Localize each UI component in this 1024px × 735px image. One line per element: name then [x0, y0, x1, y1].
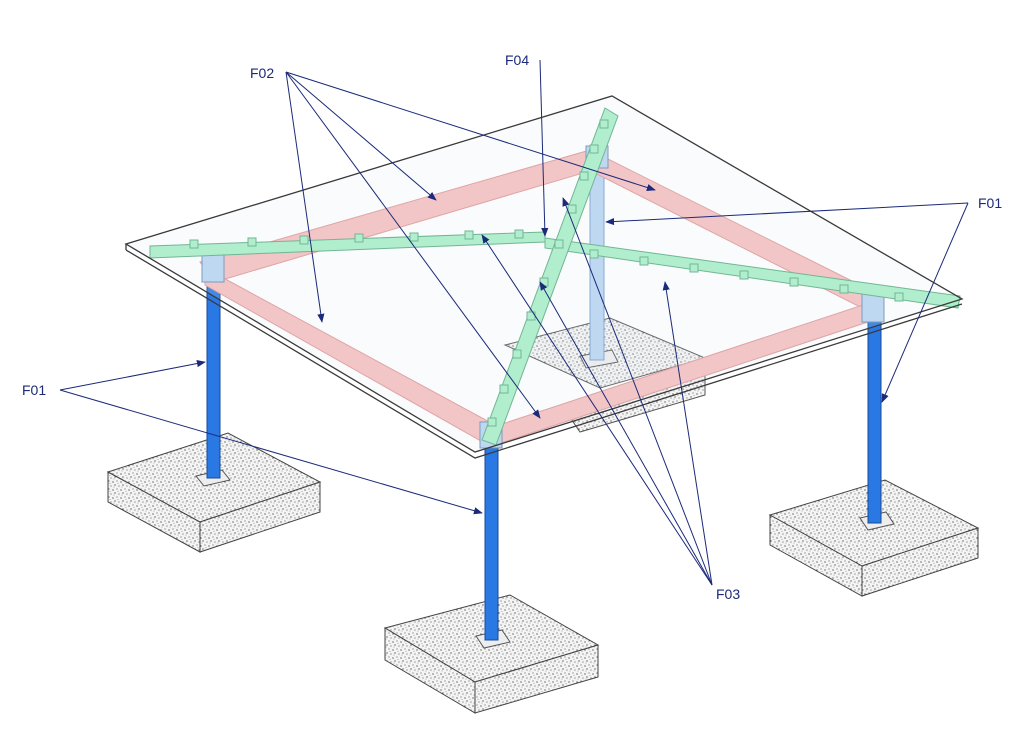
- label-f02: F02: [250, 65, 274, 81]
- label-f01-right: F01: [978, 195, 1002, 211]
- column-right: [867, 317, 882, 524]
- column-front: [484, 444, 499, 641]
- column-left: [206, 284, 221, 479]
- label-f01-left: F01: [22, 382, 46, 398]
- roof-glazing: [124, 95, 964, 459]
- label-f03: F03: [716, 586, 740, 602]
- rafters: [149, 107, 961, 446]
- leader-lines: [59, 59, 969, 586]
- label-f04: F04: [505, 52, 529, 68]
